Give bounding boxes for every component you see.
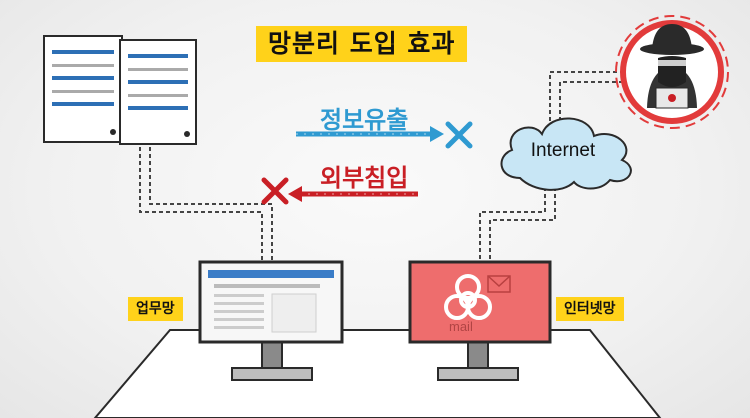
data-leak-arrow	[296, 126, 444, 142]
intrusion-arrow	[288, 186, 418, 202]
page-title: 망분리 도입 효과	[256, 26, 468, 62]
desk	[93, 329, 662, 418]
mail-label: mail	[449, 319, 473, 334]
biohazard-icon	[444, 274, 492, 320]
mail-icon	[487, 275, 511, 293]
internet-network-label: 인터넷망	[556, 297, 624, 321]
x-mark-icon	[445, 121, 473, 149]
server-icon	[119, 39, 197, 145]
hacker-icon	[615, 15, 729, 129]
cloud-icon	[500, 117, 632, 191]
business-connection-line	[139, 140, 273, 262]
monitor-icon	[408, 260, 552, 381]
server-icon	[43, 35, 123, 143]
business-network-label: 업무망	[128, 297, 183, 321]
monitor-icon	[198, 260, 344, 381]
internet-connection-line	[479, 71, 628, 262]
x-mark-icon	[261, 177, 289, 205]
external-intrusion-label: 외부침입	[320, 164, 409, 192]
internet-label: Internet	[530, 140, 596, 161]
data-leak-label: 정보유출	[320, 106, 409, 134]
